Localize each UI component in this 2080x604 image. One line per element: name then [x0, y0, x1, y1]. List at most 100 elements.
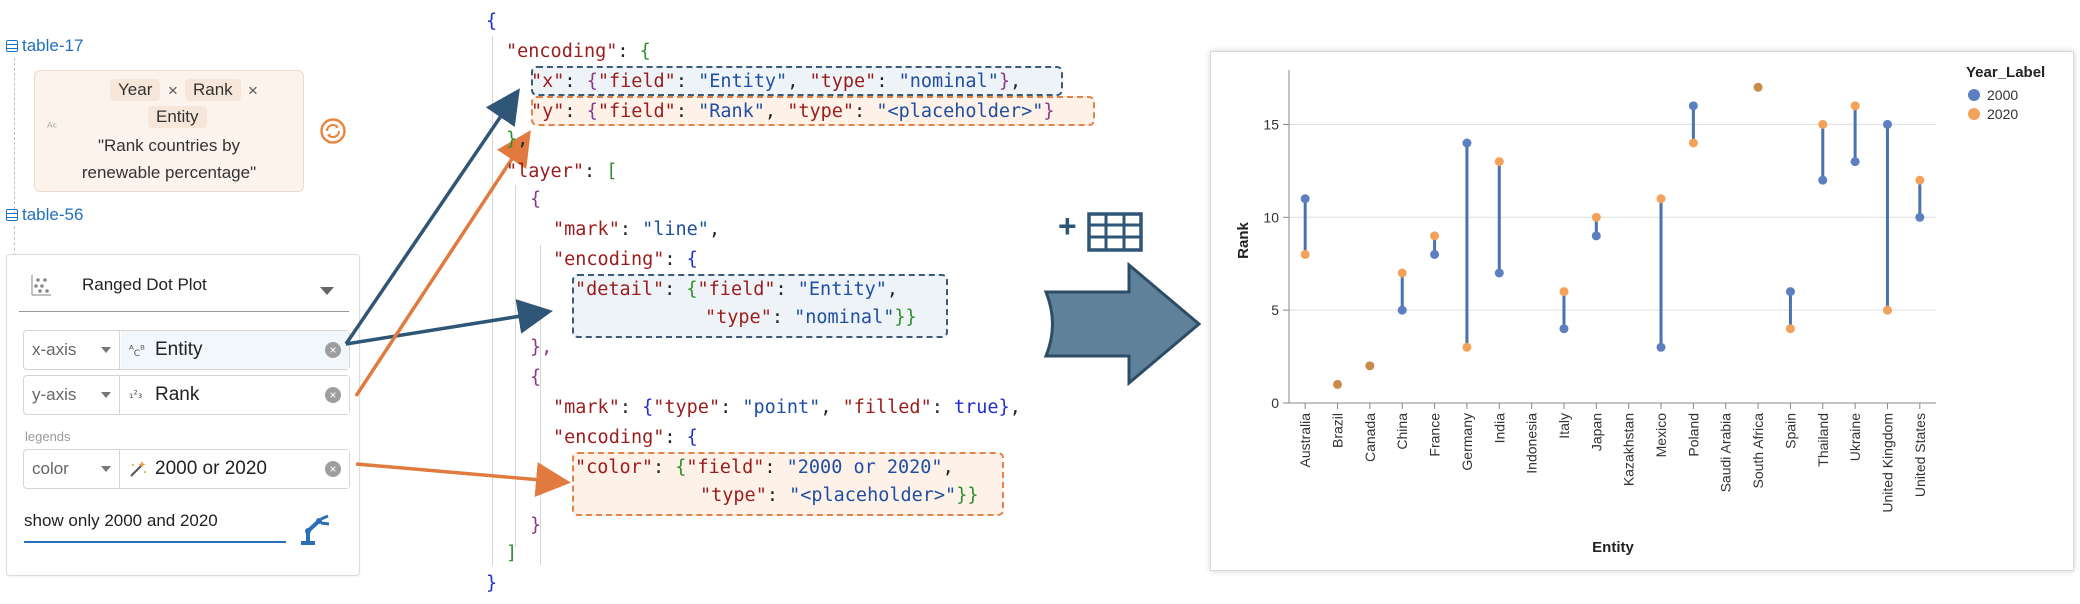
- code-line: "encoding": {: [553, 249, 698, 270]
- prompt-line-1: "Rank countries by: [97, 136, 241, 155]
- code-line: "x": {"field": "Entity", "type": "nomina…: [531, 71, 1022, 92]
- remove-year-icon[interactable]: ×: [168, 81, 178, 100]
- y-axis-title: Rank: [1235, 222, 1252, 259]
- prompt-line-2: renewable percentage": [81, 163, 257, 182]
- legends-label: legends: [25, 429, 71, 444]
- y-axis-arrow: [354, 130, 531, 397]
- color-field[interactable]: 2000 or 2020 ×: [121, 450, 349, 488]
- x-tick-label: Spain: [1782, 413, 1798, 449]
- legend-swatch: [1968, 108, 1980, 120]
- legend-label: 2020: [1987, 106, 2018, 122]
- table-56-link[interactable]: table-56: [6, 205, 83, 225]
- input-underline: [24, 541, 286, 543]
- x-tick-label: Kazakhstan: [1621, 413, 1637, 486]
- table-56-label: table-56: [22, 205, 84, 224]
- point-2020: [1850, 101, 1860, 111]
- clear-icon[interactable]: ×: [325, 387, 341, 403]
- transform-arrow-icon: [1043, 262, 1202, 386]
- indent-guide: [492, 36, 493, 566]
- detail-arrow: [345, 299, 553, 346]
- point-2020: [1494, 157, 1504, 167]
- x-axis-channel-select[interactable]: x-axis: [24, 331, 120, 369]
- code-line: {: [530, 367, 542, 388]
- point-2000: [1591, 231, 1601, 241]
- point-2020: [1818, 119, 1828, 129]
- divider: [19, 311, 349, 312]
- point-overlap: [1365, 361, 1375, 371]
- robot-arm-icon[interactable]: [297, 513, 333, 547]
- point-2000: [1494, 268, 1504, 278]
- table-grid-icon: [1087, 212, 1143, 252]
- refresh-icon[interactable]: [319, 117, 347, 145]
- point-2000: [1882, 119, 1892, 129]
- code-line: }: [486, 573, 498, 594]
- x-tick-label: United States: [1912, 413, 1928, 497]
- chart-type-select[interactable]: Ranged Dot Plot: [82, 275, 207, 294]
- point-2000: [1300, 194, 1310, 204]
- legend-title: Year_Label: [1966, 64, 2045, 81]
- x-axis-arrow: [344, 88, 520, 345]
- chip-entity: Entity: [148, 106, 207, 128]
- code-line: }: [530, 515, 542, 536]
- caret-icon: [101, 347, 111, 353]
- clear-icon[interactable]: ×: [325, 461, 341, 477]
- instruction-input[interactable]: show only 2000 and 2020: [24, 511, 218, 530]
- lineage-connector: [14, 226, 15, 256]
- chart-config-panel: Ranged Dot Plot x-axis ᴬCᴮ Entity × y-ax…: [6, 254, 360, 576]
- x-tick-label: Brazil: [1330, 413, 1346, 448]
- x-axis-field[interactable]: ᴬCᴮ Entity ×: [121, 331, 349, 369]
- x-tick-label: Saudi Arabia: [1718, 413, 1734, 493]
- x-tick-label: Australia: [1297, 413, 1313, 468]
- y-axis-encoding: y-axis ₁²₃ Rank ×: [23, 375, 350, 415]
- point-2020: [1688, 138, 1698, 148]
- point-overlap: [1753, 82, 1763, 92]
- color-arrow: [355, 462, 571, 498]
- x-tick-label: Italy: [1556, 413, 1572, 439]
- code-line: "y": {"field": "Rank", "type": "<placeho…: [531, 101, 1055, 122]
- point-overlap: [1333, 379, 1343, 389]
- x-tick-label: France: [1427, 413, 1443, 457]
- clear-icon[interactable]: ×: [325, 342, 341, 358]
- caret-icon: [101, 392, 111, 398]
- y-tick-label: 10: [1263, 209, 1279, 225]
- point-2020: [1591, 212, 1601, 222]
- table-icon: [6, 40, 18, 52]
- color-channel-select[interactable]: color: [24, 450, 120, 488]
- table-icon: [6, 209, 18, 221]
- x-tick-label: Japan: [1588, 413, 1604, 451]
- magic-wand-icon: [130, 461, 146, 477]
- x-tick-label: Indonesia: [1524, 413, 1540, 474]
- x-tick-label: Thailand: [1815, 413, 1831, 467]
- remove-rank-icon[interactable]: ×: [248, 81, 258, 100]
- number-type-icon: ₁²₃: [129, 388, 143, 401]
- point-2000: [1818, 175, 1828, 185]
- code-line: "mark": {"type": "point", "filled": true…: [553, 397, 1021, 418]
- derived-table-card[interactable]: ᴬᶜ Year × Rank × Entity "Rank countries …: [34, 70, 304, 192]
- legend-label: 2000: [1987, 87, 2018, 103]
- point-2000: [1785, 287, 1795, 297]
- derive-icon: ᴬᶜ: [47, 121, 58, 136]
- x-tick-label: Germany: [1459, 413, 1475, 471]
- code-line: "type": "<placeholder>"}}: [700, 485, 979, 506]
- x-axis-encoding: x-axis ᴬCᴮ Entity ×: [23, 330, 350, 370]
- x-tick-label: Mexico: [1653, 413, 1669, 458]
- table-17-link[interactable]: table-17: [6, 36, 83, 56]
- y-tick-label: 15: [1263, 116, 1279, 132]
- lineage-connector: [14, 58, 15, 214]
- code-line: },: [506, 129, 529, 150]
- ranged-dot-plot-icon: [31, 275, 51, 296]
- x-tick-label: Ukraine: [1847, 413, 1863, 461]
- y-encoding-highlight: [531, 96, 1095, 126]
- chip-rank: Rank: [185, 79, 241, 101]
- point-2020: [1882, 305, 1892, 315]
- chip-year: Year: [110, 79, 161, 101]
- y-axis-field[interactable]: ₁²₃ Rank ×: [121, 376, 349, 414]
- caret-icon: [101, 466, 111, 472]
- chevron-down-icon[interactable]: [320, 287, 334, 295]
- string-type-icon: ᴬCᴮ: [129, 343, 145, 360]
- code-line: "mark": "line",: [553, 219, 721, 240]
- y-axis-channel-select[interactable]: y-axis: [24, 376, 120, 414]
